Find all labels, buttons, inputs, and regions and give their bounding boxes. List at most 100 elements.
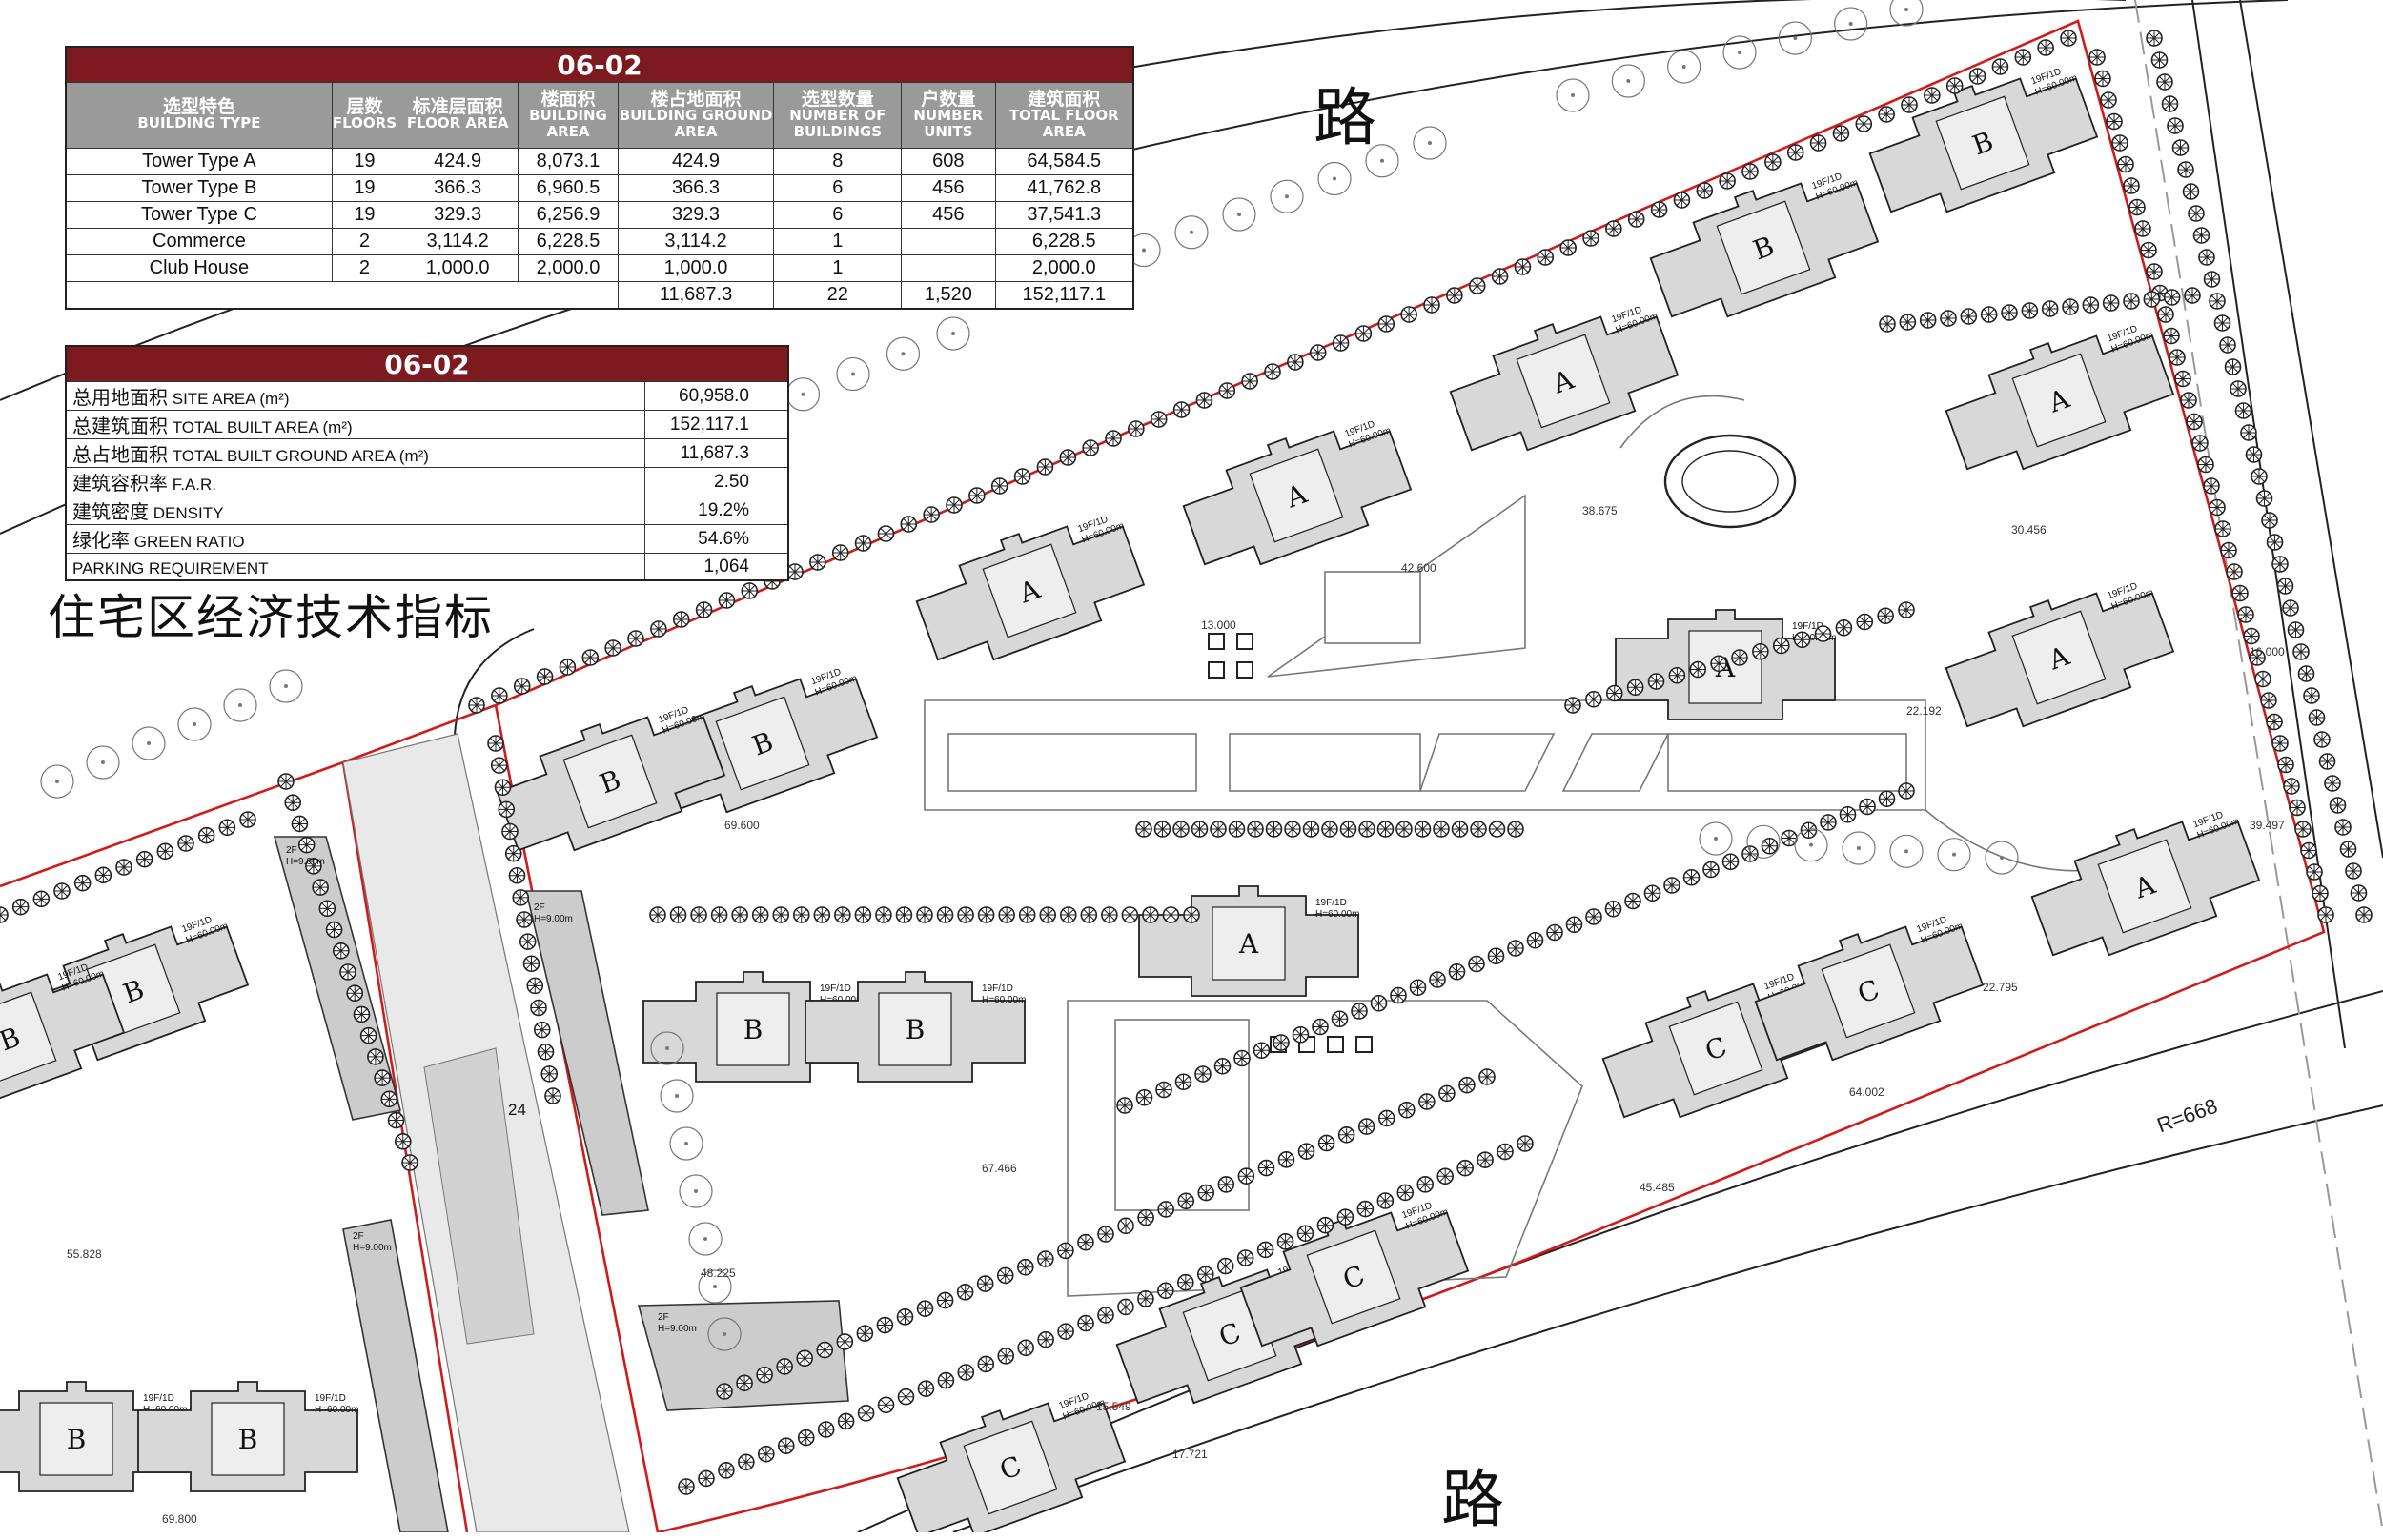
tree-icon [1196, 1266, 1214, 1283]
tree-icon [1438, 1084, 1456, 1103]
tree-icon [537, 1043, 555, 1061]
tree-icon [2255, 490, 2273, 507]
dimension-label: 38.675 [1582, 504, 1618, 517]
tree-icon [2088, 49, 2106, 66]
dimension-label: 48.225 [701, 1266, 736, 1280]
tree-icon [2251, 468, 2268, 485]
tree-icon [1276, 1233, 1294, 1250]
tree-icon [1241, 373, 1258, 390]
tree-icon [2294, 821, 2312, 838]
tree-icon [957, 906, 974, 923]
tree-icon [1585, 908, 1602, 925]
tree-icon [1497, 1143, 1514, 1161]
tree-icon [2041, 300, 2059, 317]
tree-icon [1878, 106, 1895, 123]
tree-icon [2203, 271, 2221, 288]
tree-icon [1077, 1233, 1094, 1251]
tree-icon [2266, 534, 2284, 551]
tree-icon [1101, 906, 1118, 923]
indicator-label: 建筑密度 DENSITY [65, 496, 645, 525]
table-cell: 64,584.5 [994, 148, 1134, 175]
tree-icon [2037, 39, 2054, 56]
tree-icon [1213, 1057, 1232, 1075]
tree-icon [876, 1316, 894, 1334]
tree-icon [501, 822, 519, 841]
table-cell: Commerce [65, 228, 333, 255]
tower-floors-tag: 19F/1D [1315, 898, 1347, 908]
header-en: TOTAL FLOOR AREA [1008, 106, 1119, 140]
tree-icon [923, 506, 940, 523]
tree-icon [2282, 599, 2299, 617]
tree-icon [2062, 298, 2079, 315]
tree-icon [1721, 853, 1740, 871]
tree-icon [1585, 690, 1602, 708]
tree-icon [1116, 1097, 1133, 1114]
tree-icon [1057, 1323, 1074, 1340]
tree-icon [690, 906, 707, 923]
tree-icon [1741, 845, 1759, 862]
tree-icon [2021, 302, 2039, 319]
tree-icon [312, 879, 329, 896]
table-cell: 456 [901, 174, 996, 202]
tower-core [39, 1402, 113, 1476]
commerce-label: 2F [658, 1312, 669, 1323]
tree-icon [223, 688, 257, 722]
tower-type-letter: B [906, 1014, 926, 1045]
indicator-value: 1,064 [644, 553, 789, 581]
tree-icon [269, 669, 303, 703]
tree-icon [1778, 21, 1812, 55]
tree-icon [1233, 1049, 1251, 1067]
tree-icon [2261, 512, 2278, 529]
indicator-row: 建筑容积率 F.A.R.2.50 [65, 467, 789, 496]
table-title: 06-02 [65, 46, 1134, 83]
tree-icon [836, 356, 870, 392]
tree-icon [772, 906, 790, 923]
tree-icon [218, 819, 236, 837]
tree-icon [2234, 402, 2252, 419]
tree-icon [1197, 1184, 1215, 1202]
table-cell: 2 [331, 228, 398, 255]
tree-icon [325, 921, 343, 939]
tree-icon [544, 1087, 561, 1104]
tree-icon [2317, 906, 2334, 923]
tree-icon [1710, 655, 1727, 673]
indicator-label-cn: 总建筑面积 [72, 415, 168, 437]
commerce-buildings [273, 836, 849, 1532]
tree-icon [1218, 382, 1236, 399]
tree-icon [1556, 78, 1590, 112]
tower-core [1516, 334, 1611, 429]
indicator-row: 总建筑面积 TOTAL BUILT AREA (m²)152,117.1 [65, 410, 789, 439]
tree-icon [1296, 1225, 1314, 1243]
tree-icon [1321, 821, 1338, 838]
tree-icon [197, 826, 215, 844]
tree-icon [976, 1275, 994, 1292]
tree-icon [1604, 900, 1622, 918]
tree-icon [504, 844, 522, 862]
tree-icon [1317, 161, 1352, 196]
tree-icon [2329, 797, 2347, 814]
caption-title: 住宅区经济技术指标 [48, 590, 494, 645]
tree-icon [284, 794, 302, 812]
tree-icon [1414, 821, 1432, 838]
tree-icon [1351, 1003, 1368, 1020]
tree-icon [1172, 401, 1191, 418]
indicator-label-en: TOTAL BUILT GROUND AREA (m²) [172, 447, 429, 465]
tree-icon [1689, 660, 1707, 679]
tree-icon [936, 316, 970, 351]
tree-icon [2001, 304, 2018, 321]
tree-icon [1643, 884, 1661, 902]
tree-icon [977, 906, 995, 923]
dimension-label: 67.466 [982, 1162, 1017, 1175]
tree-icon [1228, 821, 1246, 838]
tree-icon [678, 1478, 695, 1495]
tree-icon [1719, 172, 1736, 190]
tree-icon [1416, 1176, 1435, 1193]
tree-icon [2266, 713, 2283, 731]
tower-core [2097, 839, 2192, 934]
tree-icon [1991, 58, 2009, 75]
tree-icon [1390, 986, 1407, 1004]
table-cell: 1,000.0 [397, 254, 519, 282]
